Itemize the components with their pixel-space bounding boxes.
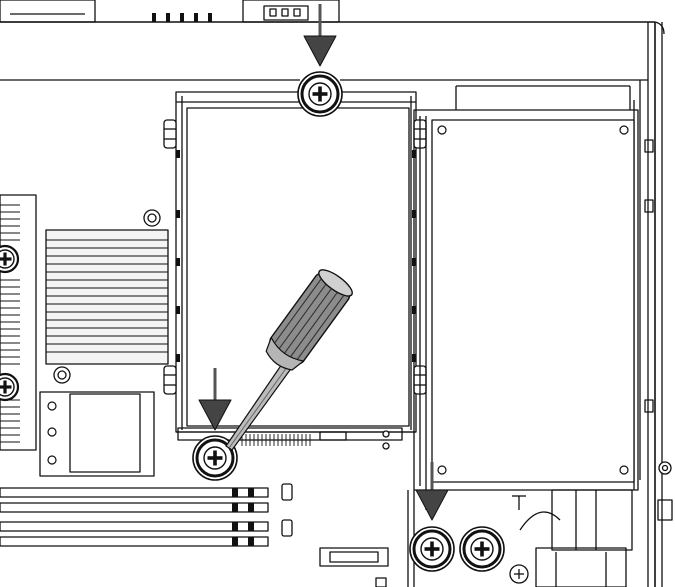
screw-top: [296, 70, 344, 118]
arrow-top: [303, 4, 337, 67]
screw-bottom-right: [408, 525, 456, 573]
hdd-cage-left: [163, 91, 427, 450]
screw-bottom-right-secondary: [458, 525, 506, 573]
hdd-cage-right: [407, 85, 639, 587]
chipset-heatsink: [45, 209, 169, 384]
chip: [39, 391, 155, 477]
top-connectors: [0, 0, 340, 23]
chassis: [0, 21, 673, 587]
arrow-bottom-right: [415, 462, 449, 521]
memory-slots: [0, 483, 389, 587]
screwdriver: [225, 269, 353, 451]
left-vrm-block: [0, 194, 37, 451]
arrow-bottom-left: [198, 368, 232, 431]
